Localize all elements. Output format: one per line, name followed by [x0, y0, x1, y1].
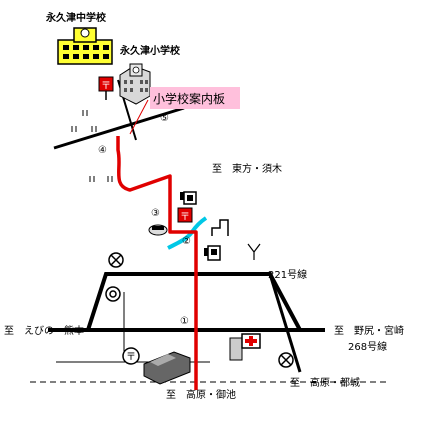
svg-text:〒: 〒: [101, 81, 111, 92]
post-box-icon: 〒: [98, 76, 114, 100]
road-upper: [53, 106, 185, 150]
road-north-east: [200, 170, 260, 230]
post-office-icon: 〒: [122, 347, 140, 365]
building-icon-top: [180, 191, 197, 205]
post-box-icon-2: 〒: [177, 207, 193, 223]
elementary-school-icon: [119, 63, 151, 105]
direction-north: 至 東方・須木: [212, 162, 282, 175]
svg-text:〒: 〒: [180, 212, 190, 223]
tree-icon: [247, 243, 261, 260]
point-3: ③: [151, 208, 160, 219]
direction-east: 至 野尻・宮崎: [334, 324, 404, 337]
route-268-label: 268号線: [348, 340, 387, 353]
car-icon: [148, 224, 168, 236]
road-221: [86, 272, 302, 331]
point-4: ④: [98, 145, 107, 156]
elementary-label: 永久津小学校: [119, 44, 181, 57]
point-1: ①: [180, 316, 189, 327]
police-box-icon: [108, 252, 124, 268]
junior-high-label: 永久津中学校: [45, 11, 107, 24]
station-building-icon: [143, 351, 191, 385]
junior-high-school-icon: [57, 27, 113, 65]
svg-text:〒: 〒: [126, 352, 136, 363]
point-2: ②: [182, 236, 191, 247]
road-southeast: [268, 273, 302, 373]
sign-leader: [129, 99, 149, 135]
route-221-label: 221号線: [268, 268, 307, 281]
direction-west: 至 えびの・熊本: [4, 324, 84, 337]
direction-southeast: 至 高原・都城: [290, 376, 360, 389]
point-5: ⑤: [160, 113, 169, 124]
sign-label: 小学校案内板: [153, 91, 225, 106]
direction-south: 至 高原・御池: [166, 388, 236, 401]
route-path: [116, 136, 198, 390]
hospital-icon: [229, 333, 261, 361]
police-box-icon-2: [278, 352, 294, 368]
sign-board: [150, 87, 240, 109]
temple-icon: [211, 219, 229, 236]
field-marks: [71, 110, 113, 182]
building-icon-mid: [204, 245, 221, 261]
town-office-icon: [105, 286, 121, 302]
